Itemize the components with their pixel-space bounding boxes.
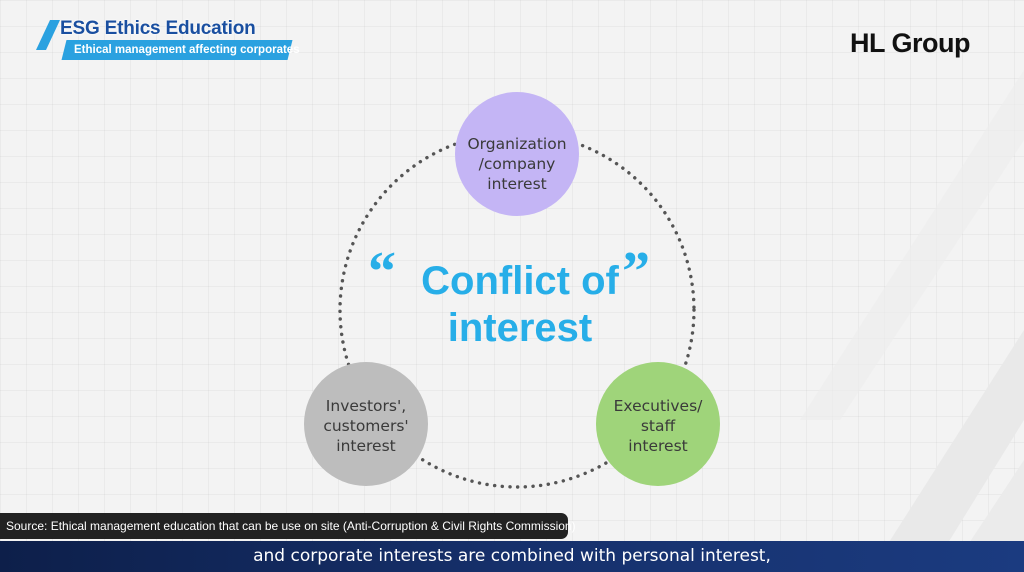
open-quote: “	[368, 241, 396, 303]
center-title: Conflict of interest	[421, 259, 619, 350]
dotted-ring	[338, 131, 696, 489]
node-label-executives: Executives/ staff interest	[613, 397, 703, 455]
subtitle-caption: and corporate interests are combined wit…	[253, 546, 771, 566]
badge-slash-icon	[36, 20, 60, 50]
node-label-organization: Organization /company interest	[467, 135, 567, 193]
node-circle-investors	[304, 362, 428, 486]
close-quote: ”	[622, 241, 650, 303]
course-title: ESG Ethics Education	[60, 18, 256, 39]
subtitle-bar	[0, 541, 1024, 572]
node-circle-executives	[596, 362, 720, 486]
source-label: Source: Ethical management education tha…	[0, 513, 576, 539]
node-circle-organization	[455, 92, 579, 216]
course-badge: ESG Ethics Education Ethical management …	[36, 18, 300, 66]
node-label-investors: Investors', customers' interest	[323, 397, 409, 455]
hl-group-logo: HL Group	[850, 28, 971, 58]
